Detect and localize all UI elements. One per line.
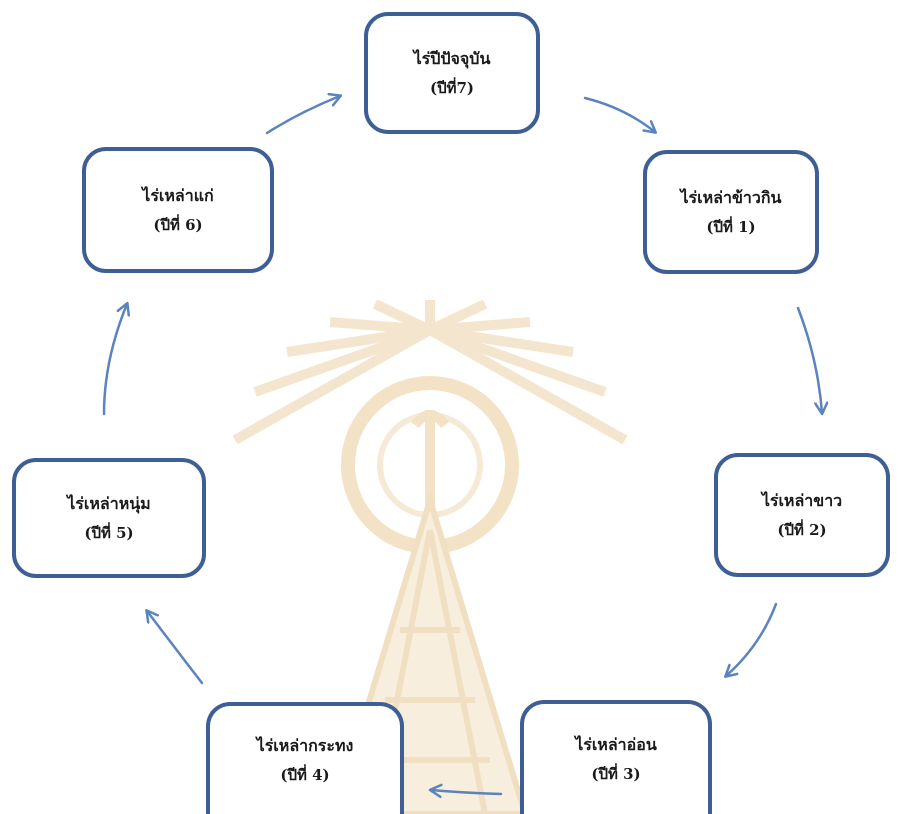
stage-box-year-2: ไร่เหล่าขาว (ปีที่ 2) <box>714 453 890 577</box>
arrow-year3-to-year4 <box>431 790 503 794</box>
stage-name: ไร่เหล่าแก่ <box>142 186 214 206</box>
arrow-current-to-year1 <box>583 96 655 132</box>
stage-box-current-year: ไร่ปีปัจจุบัน (ปีที่7) <box>364 12 540 134</box>
stage-box-year-6: ไร่เหล่าแก่ (ปีที่ 6) <box>82 147 274 273</box>
stage-year: (ปีที่ 6) <box>153 215 203 234</box>
arrow-year2-to-year3 <box>726 602 778 676</box>
arrow-year4-to-year5 <box>147 611 204 685</box>
stage-name: ไร่เหล่าข้าวกิน <box>680 188 782 208</box>
stage-year: (ปีที่7) <box>429 78 475 97</box>
stage-box-year-4: ไร่เหล่ากระทง (ปีที่ 4) <box>206 702 404 814</box>
stage-box-year-1: ไร่เหล่าข้าวกิน (ปีที่ 1) <box>643 150 819 274</box>
stage-name: ไร่ปีปัจจุบัน <box>413 49 491 69</box>
stage-box-year-3: ไร่เหล่าอ่อน (ปีที่ 3) <box>520 700 712 814</box>
stage-name: ไร่เหล่าหนุ่ม <box>67 494 151 514</box>
stage-year: (ปีที่ 2) <box>777 520 827 539</box>
stage-name: ไร่เหล่าอ่อน <box>575 735 657 755</box>
stage-year: (ปีที่ 3) <box>591 764 641 783</box>
stage-year: (ปีที่ 4) <box>280 765 330 784</box>
stage-year: (ปีที่ 1) <box>706 217 756 236</box>
arrow-year5-to-year6 <box>102 304 127 416</box>
stage-name: ไร่เหล่าขาว <box>761 491 843 511</box>
arrow-year6-to-current <box>265 96 340 135</box>
stage-year: (ปีที่ 5) <box>84 523 134 542</box>
stage-box-year-5: ไร่เหล่าหนุ่ม (ปีที่ 5) <box>12 458 206 578</box>
stage-name: ไร่เหล่ากระทง <box>256 736 354 756</box>
arrow-year1-to-year2 <box>796 306 822 413</box>
